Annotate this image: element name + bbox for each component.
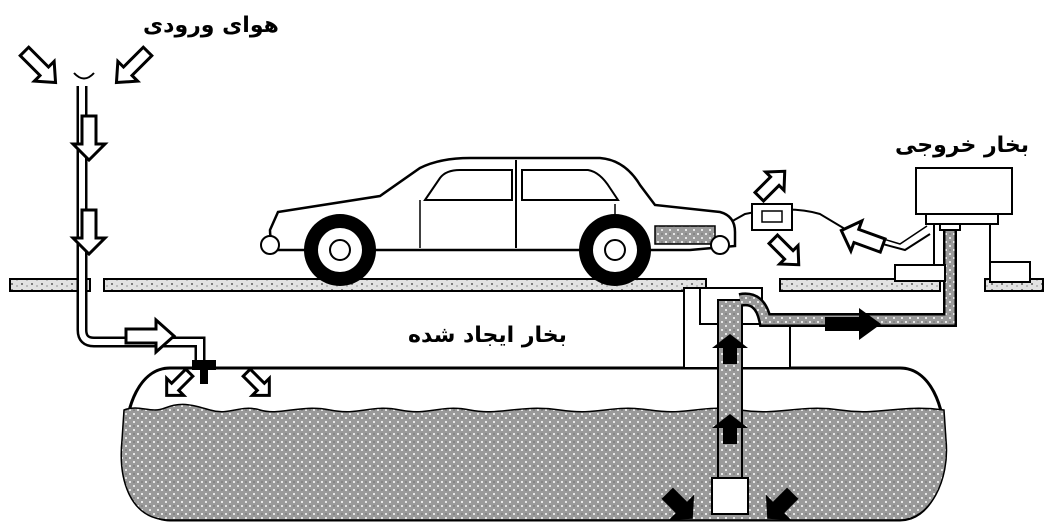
- exhaust-up-arrow-icon: [752, 169, 787, 204]
- exhaust-down-arrow-icon: [766, 232, 801, 267]
- solid-intake-left-arrow-icon: [661, 487, 695, 521]
- intake-arrow-left-icon: [18, 45, 58, 85]
- down-arrow-2-icon: [69, 208, 109, 257]
- intake-arrow-right-icon: [114, 45, 154, 85]
- solid-intake-right-arrow-icon: [765, 487, 799, 521]
- vapor-arrow-left-icon: [165, 367, 195, 397]
- solid-up-arrow-1-icon: [712, 334, 748, 364]
- generated-vapor-label: بخار ایجاد شده: [408, 323, 567, 348]
- fill-riser: [683, 219, 961, 515]
- rear-wheel: [579, 214, 651, 286]
- vent-cap: [73, 72, 95, 80]
- intake-air-label: هوای ورودی: [143, 13, 279, 38]
- exhaust-vapor-label: بخار خروجی: [895, 133, 1029, 158]
- solid-right-arrow-icon: [825, 308, 881, 340]
- hose-arrow-icon: [839, 218, 887, 255]
- right-arrow-icon: [124, 316, 177, 356]
- ground-slab: [9, 278, 1044, 292]
- vent-fitting: [192, 360, 216, 370]
- dispenser-hose: [719, 208, 931, 252]
- car: [260, 156, 737, 286]
- down-arrow-1-icon: [69, 114, 109, 163]
- front-wheel: [304, 214, 376, 286]
- fuel-tank: [120, 366, 948, 522]
- vent-pipe: [73, 72, 216, 384]
- vapor-arrow-right-icon: [241, 367, 271, 397]
- solid-up-arrow-2-icon: [712, 414, 748, 444]
